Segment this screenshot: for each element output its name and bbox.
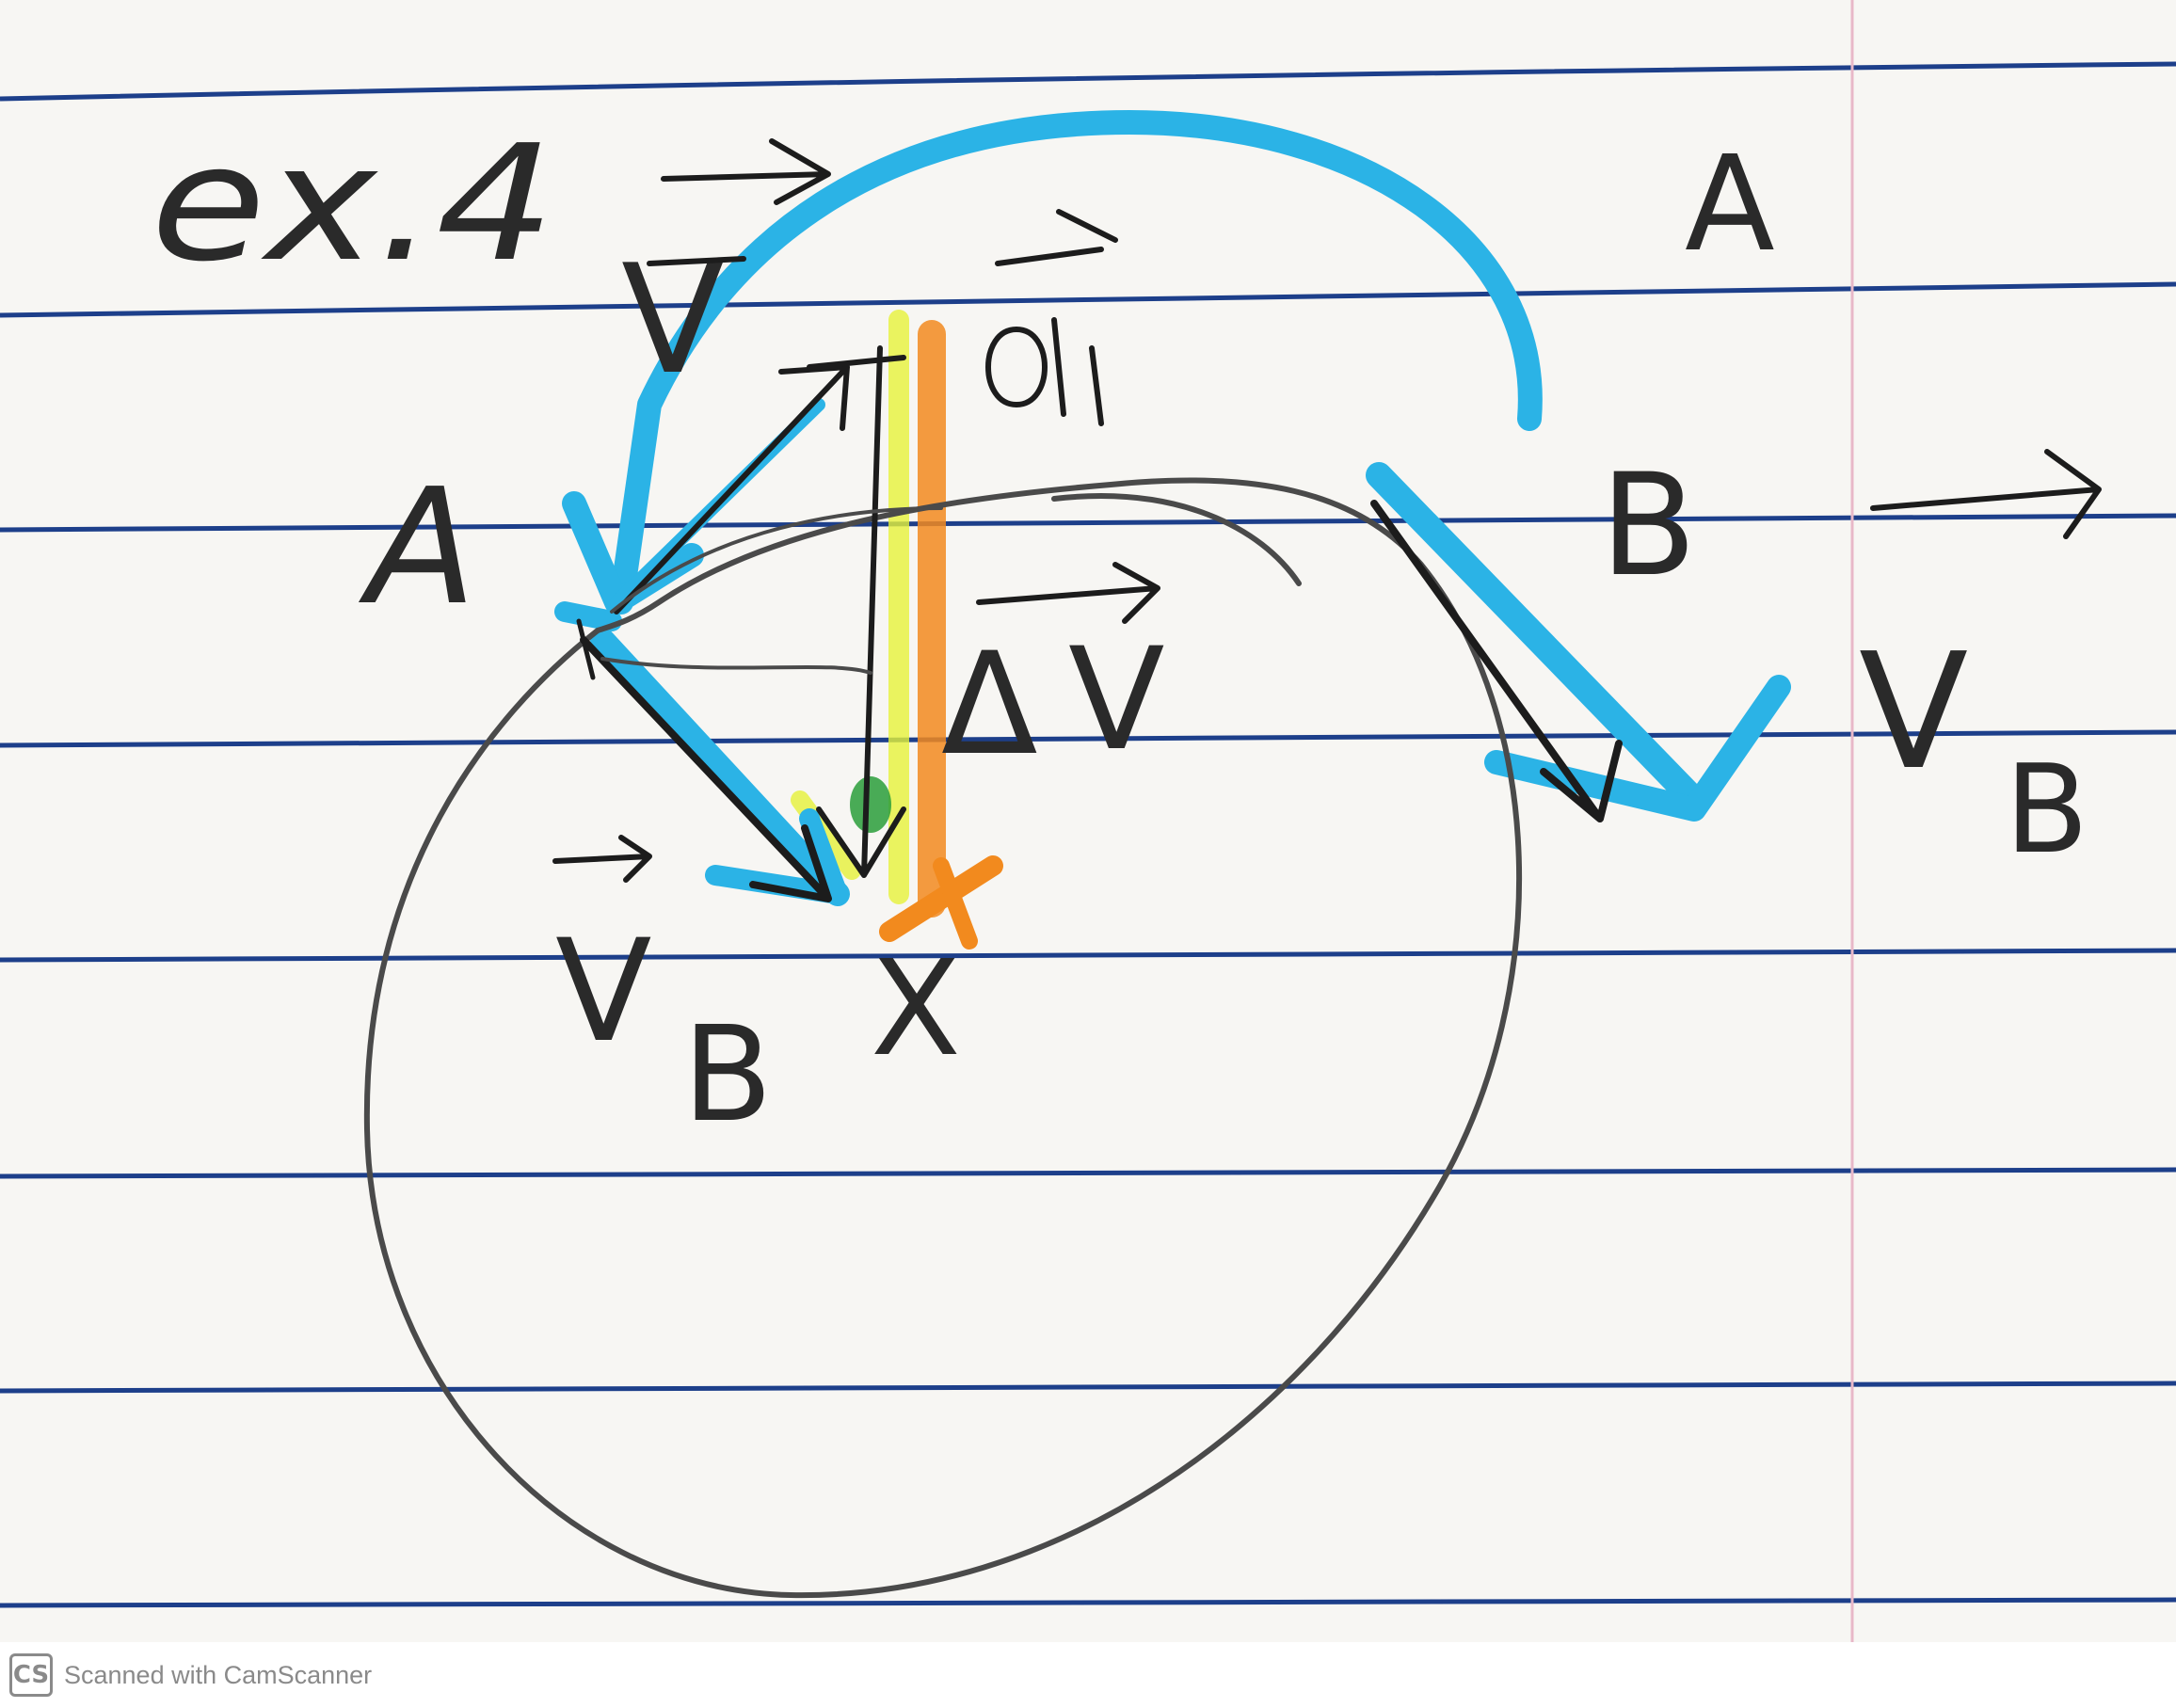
va-arrow-over	[647, 256, 746, 266]
rule-line	[0, 1381, 2176, 1394]
tangent-line	[600, 657, 872, 675]
example-arrow	[661, 138, 831, 205]
notebook-page: ex.4 V A A B Δ V V B V B X	[0, 0, 2176, 1642]
va-vector-head	[807, 355, 906, 370]
ac-symbol	[995, 209, 1118, 266]
dv-letter: V	[1068, 618, 1165, 782]
circular-motion-sketch: ex.4 V A A B Δ V V B V B X	[0, 0, 2176, 1642]
rule-line	[0, 1597, 2176, 1608]
handwritten-labels: ex.4 V A A B Δ V V B V B X	[151, 111, 2102, 1152]
vb-right-vector	[1370, 500, 1623, 822]
blue-vb-right-arrow	[1366, 462, 1707, 813]
vb-right-arrow-over	[1870, 449, 2102, 539]
vb-transfer-arc	[1051, 493, 1302, 586]
point-b-label: B	[1600, 444, 1697, 608]
camscanner-logo-icon: CS	[9, 1653, 53, 1697]
rule-line	[0, 948, 2176, 963]
example-label: ex.4	[151, 111, 555, 297]
rotation-arrow-arc	[609, 110, 1543, 615]
point-a-label: A	[358, 455, 476, 641]
ac-letters	[985, 317, 1104, 426]
vb-left-subscript: B	[682, 998, 773, 1152]
acceleration-vector	[816, 345, 906, 878]
vb-left-letter: V	[555, 910, 652, 1074]
vb-left-vector	[580, 636, 832, 902]
blue-vb-left-arrow	[590, 628, 850, 906]
dv-arrow-over	[976, 562, 1160, 624]
center-mark: X	[871, 933, 961, 1086]
ruled-lines	[0, 61, 2176, 1608]
vb-right-letter: V	[1859, 619, 1968, 806]
rule-line	[0, 281, 2176, 318]
scanner-footer: CS Scanned with CamScanner	[0, 1642, 2176, 1708]
acceleration-highlight	[791, 310, 1003, 950]
va-subscript: A	[1685, 128, 1775, 281]
blue-highlights	[554, 110, 1791, 906]
ink-vectors	[576, 345, 1623, 902]
delta-symbol: Δ	[941, 623, 1038, 787]
circular-path	[363, 477, 1523, 1599]
rule-line	[0, 61, 2176, 102]
rule-line	[0, 1167, 2176, 1179]
vb-left-arrow-over	[552, 835, 652, 883]
scanner-watermark-text: Scanned with CamScanner	[64, 1660, 373, 1689]
vb-right-subscript: B	[2005, 738, 2088, 881]
va-vector	[614, 364, 850, 615]
rule-line	[0, 729, 2176, 748]
rule-line	[0, 513, 2176, 533]
vb-left-tail	[576, 618, 596, 680]
